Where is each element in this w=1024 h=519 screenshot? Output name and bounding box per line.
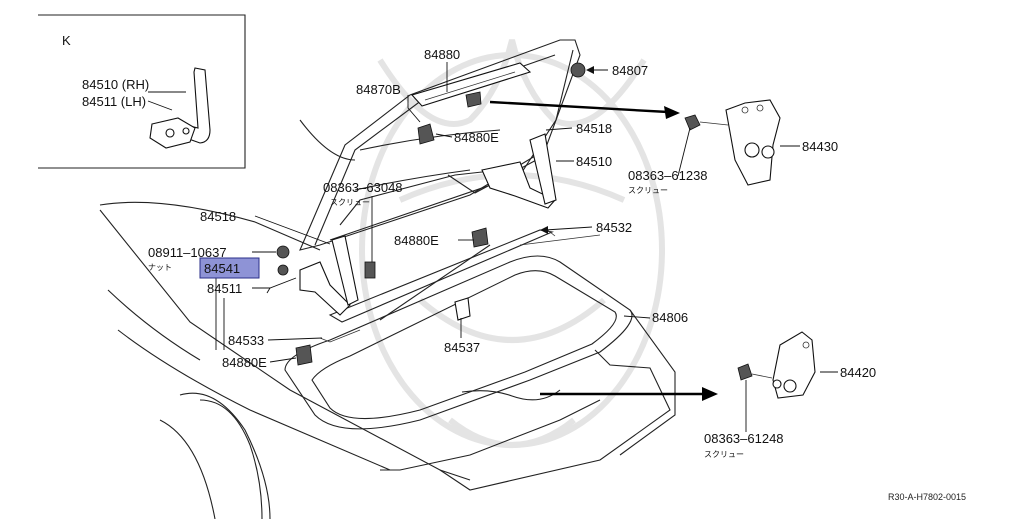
label-84880[interactable]: 84880 — [424, 47, 460, 62]
label-84806[interactable]: 84806 — [652, 310, 688, 325]
inset-box: K 84510 (RH) 84511 (LH) — [38, 14, 246, 169]
label-inset-84510[interactable]: 84510 (RH) — [82, 77, 149, 92]
label-84420[interactable]: 84420 — [840, 365, 876, 380]
leader-lines — [215, 62, 838, 432]
sublabel-screw-61238: スクリュー — [628, 186, 668, 195]
sublabel-screw-63048: スクリュー — [330, 198, 370, 207]
label-84807[interactable]: 84807 — [612, 63, 648, 78]
sublabel-screw-61248: スクリュー — [704, 450, 744, 459]
inset-label: K — [62, 33, 71, 48]
label-84880e-bot[interactable]: 84880E — [222, 355, 267, 370]
hinge-parts — [276, 62, 601, 366]
label-84537[interactable]: 84537 — [444, 340, 480, 355]
part-labels: 84880 84807 84870B 84880E 84518 84510 84… — [148, 47, 966, 502]
label-84541-highlight[interactable]: 84541 — [199, 257, 260, 279]
callout-arrows — [489, 100, 718, 401]
label-84532[interactable]: 84532 — [596, 220, 632, 235]
label-08363-63048[interactable]: 08363–63048 — [323, 180, 403, 195]
label-84518-left[interactable]: 84518 — [200, 209, 236, 224]
sublabel-nut: ナット — [148, 263, 172, 272]
label-08911-10637[interactable]: 08911–10637 — [148, 245, 227, 260]
car-body-outline — [99, 39, 676, 519]
label-84430[interactable]: 84430 — [802, 139, 838, 154]
label-84518-right[interactable]: 84518 — [576, 121, 612, 136]
label-84870b[interactable]: 84870B — [356, 82, 401, 97]
label-84541[interactable]: 84541 — [204, 261, 240, 276]
label-84533[interactable]: 84533 — [228, 333, 264, 348]
label-84880e-top[interactable]: 84880E — [454, 130, 499, 145]
label-08363-61238[interactable]: 08363–61238 — [628, 168, 708, 183]
diagram-reference-code: R30-A-H7802-0015 — [888, 492, 966, 502]
hinge-84420-detail — [737, 331, 816, 399]
hinge-84430-detail — [684, 99, 781, 186]
label-84880e-mid[interactable]: 84880E — [394, 233, 439, 248]
label-84510[interactable]: 84510 — [576, 154, 612, 169]
watermark-emblem — [359, 39, 665, 448]
inset-hinge-drawing — [149, 67, 211, 149]
label-84511[interactable]: 84511 — [207, 281, 242, 296]
label-inset-84511[interactable]: 84511 (LH) — [82, 94, 146, 109]
label-08363-61248[interactable]: 08363–61248 — [704, 431, 784, 446]
